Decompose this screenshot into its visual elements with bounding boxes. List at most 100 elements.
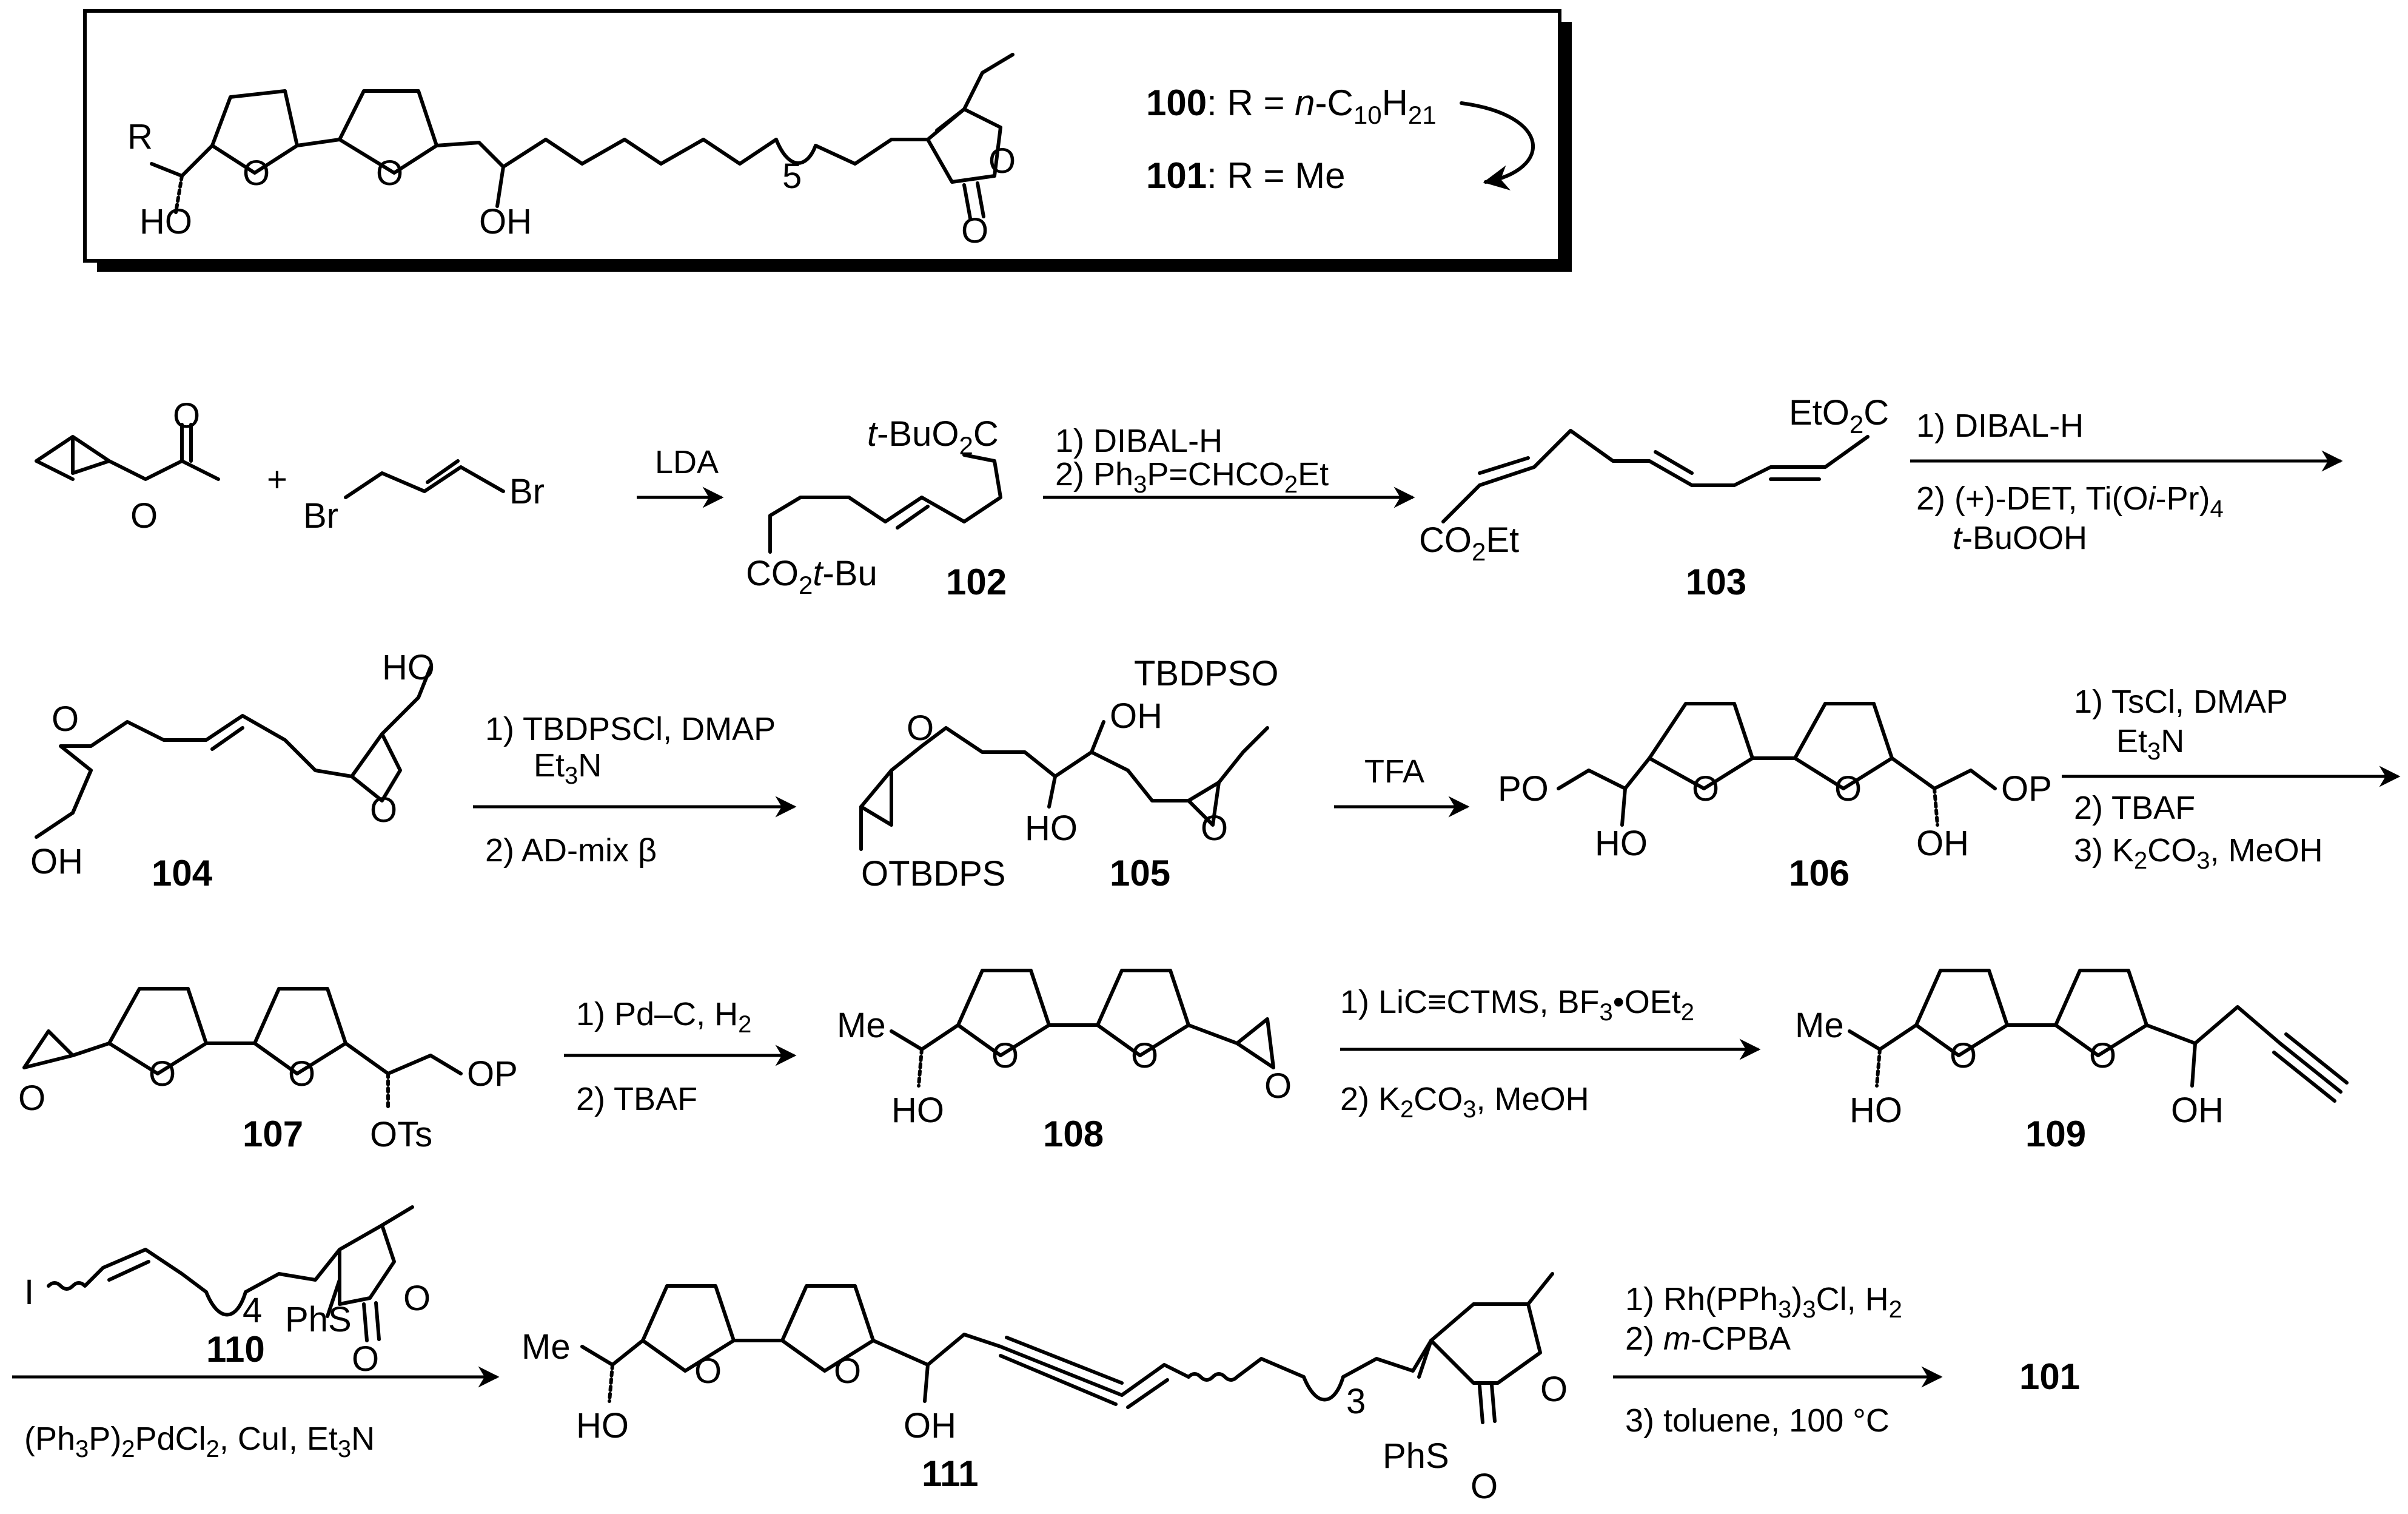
atom-label: Me [522, 1327, 571, 1367]
atom-label: O [18, 1078, 45, 1118]
compound-111: Me HO OH O O 3 PhS O O 111 [522, 1272, 1568, 1506]
compound-number: 104 [152, 853, 213, 893]
step-7-line-2: 2) TBAF [576, 1081, 697, 1117]
atom-label: O [1950, 1036, 1977, 1075]
atom-label: O [352, 1339, 379, 1379]
compound-110: I 4 PhS O O 110 [24, 1205, 431, 1379]
atom-r: R [127, 117, 153, 156]
atom-label: HO [1025, 809, 1078, 848]
target-box [83, 9, 1572, 272]
step-6-line-2: Et3N [2116, 723, 2184, 765]
atom-label: Br [303, 496, 338, 536]
step-3-line-3: t-BuOOH [1953, 520, 2087, 556]
step-3-line-1: 1) DIBAL-H [1916, 408, 2084, 444]
atom-label: OH [904, 1406, 956, 1445]
atom-label: HO [1595, 824, 1648, 863]
compound-number: 102 [946, 562, 1007, 602]
tbutyl-acetate: O O [35, 396, 220, 536]
plus-sign: + [267, 460, 287, 499]
atom-label: O [403, 1279, 431, 1318]
legend-100: 100: R = n-C10H21 [1146, 82, 1437, 129]
atom-label: O [1692, 769, 1719, 809]
atom-label: PhS [1383, 1436, 1449, 1476]
step-9-conditions: (Ph3P)2PdCl2, CuI, Et3N [24, 1421, 375, 1462]
compound-105: TBDPSO OTBDPS OH HO O O 105 [859, 654, 1279, 893]
atom-label: O [1201, 809, 1228, 848]
step-4-line-2: Et3N [534, 747, 602, 789]
step-10-line-1: 1) Rh(PPh3)3Cl, H2 [1625, 1281, 1902, 1323]
compound-108: Me HO O O O 108 [837, 969, 1292, 1154]
atom-label: CO2t-Bu [746, 554, 877, 599]
atom-label: CO2Et [1419, 520, 1519, 566]
step-6-line-1: 1) TsCl, DMAP [2074, 684, 2288, 720]
atom-oh: OH [479, 202, 532, 241]
step-2-line-2: 2) Ph3P=CHCO2Et [1055, 456, 1329, 498]
step-8-line-2: 2) K2CO3, MeOH [1340, 1081, 1589, 1123]
compound-number: 110 [206, 1329, 265, 1370]
atom-label: O [288, 1054, 315, 1094]
reagent-lda: LDA [655, 444, 719, 480]
step-4-line-1: 1) TBDPSCl, DMAP [485, 711, 776, 747]
atom-label: O [370, 790, 397, 830]
compound-number: 103 [1686, 562, 1746, 602]
atom-label: O [173, 396, 200, 436]
dibromobutene: Br Br [303, 459, 545, 536]
atom-label: HO [891, 1091, 944, 1130]
reagent-tfa: TFA [1364, 753, 1424, 790]
atom-label: O [1264, 1066, 1292, 1106]
legend-101: 101: R = Me [1146, 155, 1346, 196]
compound-number: 109 [2025, 1114, 2086, 1154]
compound-107: O O O OP OTs 107 [18, 987, 518, 1154]
atom-label: OTs [370, 1115, 432, 1154]
step-8-line-1: 1) LiC≡CTMS, BF3•OEt2 [1340, 984, 1694, 1026]
atom-label: Me [1795, 1006, 1844, 1045]
atom-label: PO [1498, 769, 1549, 809]
atom-label: OH [1916, 824, 1969, 863]
compound-103: EtO2C CO2Et 103 [1419, 393, 1889, 602]
atom-label: O [834, 1351, 861, 1391]
target-structure: R O O HO OH 5 O O 100: R = n-C10H21 101:… [127, 53, 1535, 251]
atom-label: OTBDPS [861, 854, 1006, 893]
step-3-line-2: 2) (+)-DET, Ti(Oi-Pr)4 [1916, 480, 2224, 522]
atom-o: O [243, 153, 270, 193]
step-6-line-4: 3) K2CO3, MeOH [2074, 832, 2323, 874]
atom-label: O [52, 699, 79, 739]
atom-label: OP [2001, 769, 2052, 809]
atom-label: O [1471, 1467, 1498, 1506]
compound-number: 101 [2019, 1356, 2080, 1397]
atom-label: 3 [1346, 1382, 1366, 1421]
atom-label: OP [467, 1054, 518, 1094]
atom-label: HO [576, 1406, 629, 1445]
atom-label: EtO2C [1789, 393, 1889, 439]
atom-label: O [907, 708, 934, 748]
compound-109: Me HO OH O O 109 [1795, 969, 2349, 1154]
curved-arrow [1460, 101, 1535, 190]
compound-number: 106 [1789, 853, 1850, 893]
atom-label: OH [2171, 1091, 2224, 1130]
atom-label: OH [1110, 696, 1162, 736]
step-10-line-2: 2) m-CPBA [1625, 1321, 1791, 1357]
atom-label: t-BuO2C [867, 414, 999, 460]
step-10-line-3: 3) toluene, 100 °C [1625, 1402, 1890, 1439]
atom-label: O [694, 1351, 722, 1391]
atom-label: I [24, 1273, 34, 1312]
step-2-line-1: 1) DIBAL-H [1055, 423, 1222, 459]
compound-106: PO OP HO OH O O 106 [1498, 702, 2052, 893]
atom-label: HO [1850, 1091, 1902, 1130]
atom-label: O [991, 1036, 1019, 1075]
compound-number: 111 [922, 1453, 979, 1494]
compound-number: 108 [1043, 1114, 1104, 1154]
step-7-line-1: 1) Pd–C, H2 [576, 996, 751, 1038]
atom-label: 4 [243, 1291, 262, 1330]
atom-label: TBDPSO [1134, 654, 1279, 693]
atom-o: O [961, 211, 988, 251]
atom-label: OH [30, 842, 83, 881]
subscript-count: 5 [782, 156, 802, 196]
atom-label: O [149, 1054, 176, 1094]
step-6-line-3: 2) TBAF [2074, 790, 2195, 826]
compound-104: OH HO O O 104 [30, 648, 435, 893]
atom-label: Me [837, 1006, 886, 1045]
compound-number: 107 [243, 1114, 303, 1154]
atom-label: O [1131, 1036, 1158, 1075]
